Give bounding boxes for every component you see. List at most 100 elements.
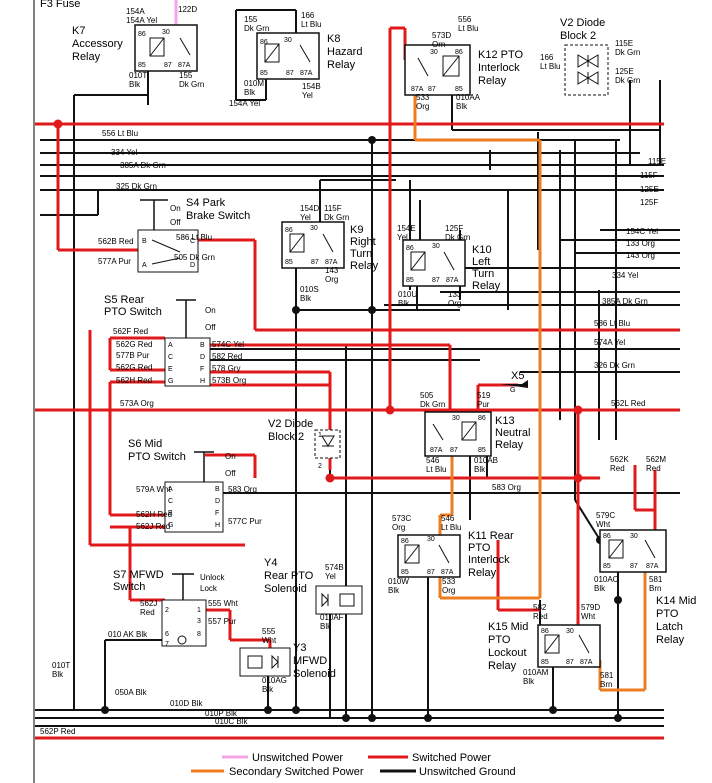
- k15-title-2: PTO: [488, 634, 511, 646]
- wire-label: Blk: [52, 670, 64, 679]
- k13-pin-87: 87: [450, 447, 458, 454]
- wire-label: Org: [416, 102, 429, 111]
- wire-label: 577C Pur: [228, 517, 262, 526]
- k13-title-2: Neutral: [495, 427, 530, 439]
- wire-label: 562J: [140, 599, 157, 608]
- wire-label: 143 Org: [626, 251, 655, 260]
- k11-pin-85: 85: [401, 569, 409, 576]
- diode-block-top: [564, 44, 609, 96]
- wire-label: 562G Red: [116, 363, 152, 372]
- k9-pin-85: 85: [285, 259, 293, 266]
- wire-label: 579C: [596, 511, 615, 520]
- switch-s4: B C A D On Off: [137, 199, 199, 273]
- s7-title-1: S7 MFWD: [113, 569, 164, 581]
- wire-label: 385A Dk Grn: [602, 297, 648, 306]
- wire-label: Blk: [320, 622, 332, 631]
- wire-label: Dk Grn: [179, 80, 204, 89]
- switch-s7: 2 1 3 6 8 7 Unlock Lock: [161, 573, 225, 648]
- s6-pin-f: F: [215, 510, 219, 517]
- wire-label: 579D: [581, 603, 600, 612]
- wire-label: 334 Yel: [612, 271, 638, 280]
- relay-k12: 30 86 87A 87 85: [404, 44, 471, 96]
- k15-pin-86: 86: [541, 628, 549, 635]
- wire-label: 574B: [325, 563, 344, 572]
- wire-label: Lt Blu: [540, 62, 560, 71]
- switch-s6: A B C D E F G H On Off: [164, 451, 236, 533]
- s7-lock-label: Lock: [200, 584, 218, 593]
- wire-label: Blk: [594, 584, 606, 593]
- wire-label: 010AB: [474, 456, 498, 465]
- wire-label: Blk: [388, 586, 400, 595]
- s7-pin-7: 7: [165, 641, 169, 648]
- wire-label: 562H Red: [116, 376, 152, 385]
- k7-pin-86: 86: [138, 31, 146, 38]
- s5-off-label: Off: [205, 323, 216, 332]
- wire-label: Yel: [325, 572, 336, 581]
- s5-title-2: PTO Switch: [104, 306, 162, 318]
- k14-pin-87: 87: [630, 563, 638, 570]
- s5-pin-g: G: [168, 378, 173, 385]
- k7-pin-30: 30: [162, 29, 170, 36]
- s4-pin-d: D: [190, 262, 195, 269]
- s5-pin-b: B: [200, 342, 205, 349]
- k10-pin-87a: 87A: [446, 277, 459, 284]
- k10-pin-86: 86: [406, 245, 414, 252]
- legend-secondary-power: Secondary Switched Power: [229, 766, 364, 778]
- k12-pin-30: 30: [430, 49, 438, 56]
- k12-title-2: Interlock: [478, 62, 520, 74]
- wire-label: 154C Yel: [626, 227, 658, 236]
- k13-pin-87a: 87A: [430, 447, 443, 454]
- wire-label: 573D: [432, 31, 451, 40]
- k14-title-1: K14 Mid: [656, 595, 696, 607]
- k8-pin-85: 85: [260, 70, 268, 77]
- wire-label: 325 Dk Grn: [116, 182, 157, 191]
- k9-title-1: K9: [350, 224, 363, 236]
- s5-pin-d: D: [200, 354, 205, 361]
- s7-pin-1: 1: [197, 607, 201, 614]
- component-titles: F3 Fuse K7 Accessory Relay K8 Hazard Rel…: [40, 0, 696, 680]
- wire-label: 546: [426, 456, 440, 465]
- wire-label: 010 AK Blk: [108, 630, 148, 639]
- wire-label: 573B Org: [212, 376, 246, 385]
- wire-label: 010AG: [262, 676, 287, 685]
- wire-label: Lt Blu: [441, 523, 461, 532]
- k15-pin-30: 30: [566, 628, 574, 635]
- k11-title-3: Interlock: [468, 554, 510, 566]
- s5-on-label: On: [205, 306, 216, 315]
- wire-label: 010T: [52, 661, 70, 670]
- wire-label: 010U: [398, 290, 417, 299]
- y4-title-2: Rear PTO: [264, 570, 314, 582]
- k11-pin-87a: 87A: [441, 569, 454, 576]
- wire-label: 562H Red: [136, 510, 172, 519]
- wire-label: 010C Blk: [215, 717, 248, 726]
- k8-pin-30: 30: [284, 37, 292, 44]
- wire-label: 115F: [640, 171, 658, 180]
- wire-label: Wht: [262, 636, 277, 645]
- k14-title-2: PTO: [656, 608, 679, 620]
- s6-off-label: Off: [225, 469, 236, 478]
- wire-label: Dk Grn: [615, 76, 640, 85]
- wire-label: 010M: [244, 79, 264, 88]
- x5-label: X5: [511, 370, 524, 382]
- wire-label: 154A Yel: [229, 99, 260, 108]
- relay-k13: 30 86 87A 87 85: [424, 411, 492, 457]
- wire-label: Blk: [244, 88, 256, 97]
- legend-ground: Unswitched Ground: [419, 766, 516, 778]
- s6-pin-h: H: [215, 522, 220, 529]
- wire-label: Orn: [432, 40, 445, 49]
- wire-label: 556: [458, 15, 472, 24]
- wire-label: 326 Dk Grn: [594, 361, 635, 370]
- k15-title-4: Relay: [488, 660, 517, 672]
- wire-label: 125E: [615, 67, 634, 76]
- relay-k11: 86 30 85 87 87A: [397, 534, 461, 578]
- wire-label: 010S: [300, 285, 319, 294]
- s5-pin-h: H: [200, 378, 205, 385]
- s6-pin-e: E: [168, 510, 173, 517]
- s5-pin-a: A: [168, 342, 173, 349]
- solenoid-y4: [315, 585, 363, 615]
- switch-s5: A B C D E F G H On Off: [164, 299, 216, 387]
- wire-label: Red: [646, 464, 661, 473]
- x5-connector: [500, 380, 528, 388]
- legend-unswitched-power: Unswitched Power: [252, 752, 343, 764]
- s6-pin-c: C: [168, 498, 173, 505]
